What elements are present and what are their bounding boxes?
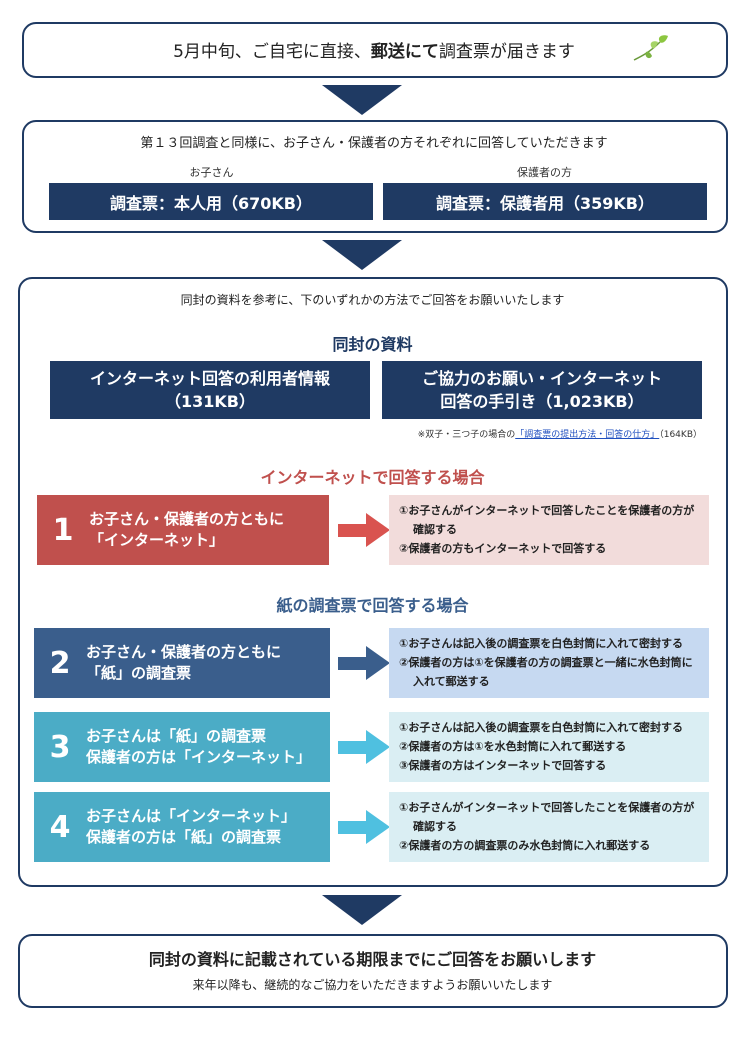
down-arrow-icon [322,895,402,925]
right-arrow-icon [338,810,390,844]
twins-note: ※双子・三つ子の場合の「調査票の提出方法・回答の仕方」（164KB） [417,430,702,440]
guide-doc-button[interactable]: ご協力のお願い・インターネット 回答の手引き（1,023KB） [382,361,702,419]
deadline-subtitle: 来年以降も、継続的なご協力をいただきますようお願いいたします [192,978,553,992]
step-number: 4 [49,809,71,845]
step-number: 1 [52,512,74,548]
leaf-icon [633,35,668,61]
child-label: お子さん [189,166,234,179]
delivery-notice-box: 5月中旬、ご自宅に直接、郵送にて調査票が届きます [22,22,728,78]
step-2-description: ①お子さんは記入後の調査票を白色封筒に入れて密封する ②保護者の方は①を保護者の… [389,628,709,698]
step-4-box: 4 お子さんは「インターネット」 保護者の方は「紙」の調査票 [34,792,330,862]
paper-heading: 紙の調査票で回答する場合 [276,596,469,615]
deadline-box: 同封の資料に記載されている期限までにご回答をお願いします 来年以降も、継続的なご… [18,934,728,1008]
step-2-box: 2 お子さん・保護者の方ともに 「紙」の調査票 [34,628,330,698]
step-1-description: ①お子さんがインターネットで回答したことを保護者の方が 確認する ②保護者の方も… [389,495,709,565]
step-3-box: 3 お子さんは「紙」の調査票 保護者の方は「インターネット」 [34,712,330,782]
right-arrow-icon [338,646,390,680]
right-arrow-icon [338,513,390,547]
methods-intro: 同封の資料を参考に、下のいずれかの方法でご回答をお願いいたします [180,293,565,307]
enclosed-title: 同封の資料 [332,335,413,354]
response-methods-box: 同封の資料を参考に、下のいずれかの方法でご回答をお願いいたします 同封の資料 イ… [18,277,728,887]
parent-survey-button[interactable]: 調査票：保護者用（359KB） [383,183,707,220]
twins-note-link[interactable]: 「調査票の提出方法・回答の仕方」 [515,430,660,440]
survey-box: 第１３回調査と同様に、お子さん・保護者の方それぞれに回答していただきます お子さ… [22,120,728,233]
step-1-box: 1 お子さん・保護者の方ともに 「インターネット」 [37,495,329,565]
survey-intro: 第１３回調査と同様に、お子さん・保護者の方それぞれに回答していただきます [140,136,608,151]
parent-label: 保護者の方 [517,166,572,179]
down-arrow-icon [322,85,402,115]
delivery-notice-text: 5月中旬、ご自宅に直接、郵送にて調査票が届きます [173,42,575,62]
right-arrow-icon [338,730,390,764]
step-4-description: ①お子さんがインターネットで回答したことを保護者の方が 確認する ②保護者の方の… [389,792,709,862]
internet-heading: インターネットで回答する場合 [260,468,485,487]
step-3-description: ①お子さんは記入後の調査票を白色封筒に入れて密封する ②保護者の方は①を水色封筒… [389,712,709,782]
deadline-title: 同封の資料に記載されている期限までにご回答をお願いします [148,950,597,969]
user-info-doc-button[interactable]: インターネット回答の利用者情報 （131KB） [50,361,370,419]
step-number: 3 [49,729,71,765]
step-number: 2 [49,645,71,681]
down-arrow-icon [322,240,402,270]
child-survey-button[interactable]: 調査票：本人用（670KB） [49,183,373,220]
